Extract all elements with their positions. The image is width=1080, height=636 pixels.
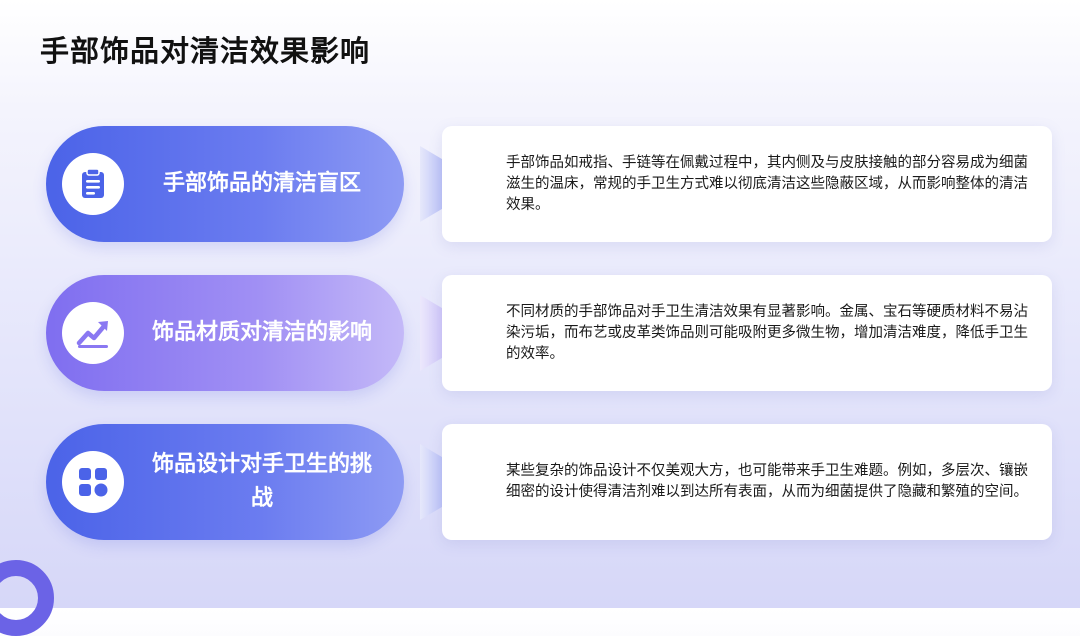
item-pill: 饰品材质对清洁的影响: [46, 275, 404, 391]
item-label: 手部饰品的清洁盲区: [162, 171, 361, 196]
trending-up-icon: [62, 302, 124, 364]
item-pill: 饰品设计对手卫生的挑战: [46, 424, 404, 540]
item-description: 不同材质的手部饰品对手卫生清洁效果有显著影响。金属、宝石等硬质材料不易沾染污垢，…: [506, 303, 1028, 362]
item-label: 饰品设计对手卫生的挑战: [151, 452, 372, 511]
item-row: 饰品设计对手卫生的挑战 某些复杂的饰品设计不仅美观大方，也可能带来手卫生难题。例…: [0, 424, 1080, 540]
item-description-card: 某些复杂的饰品设计不仅美观大方，也可能带来手卫生难题。例如，多层次、镶嵌细密的设…: [442, 424, 1052, 540]
clipboard-icon: [62, 153, 124, 215]
page-title: 手部饰品对清洁效果影响: [40, 34, 371, 68]
item-pill: 手部饰品的清洁盲区: [46, 126, 404, 242]
item-description: 手部饰品如戒指、手链等在佩戴过程中，其内侧及与皮肤接触的部分容易成为细菌滋生的温…: [506, 154, 1028, 213]
item-description-card: 不同材质的手部饰品对手卫生清洁效果有显著影响。金属、宝石等硬质材料不易沾染污垢，…: [442, 275, 1052, 391]
item-description: 某些复杂的饰品设计不仅美观大方，也可能带来手卫生难题。例如，多层次、镶嵌细密的设…: [506, 463, 1028, 500]
decorative-ring: [0, 560, 54, 636]
item-label: 饰品材质对清洁的影响: [151, 320, 372, 345]
item-row: 手部饰品的清洁盲区 手部饰品如戒指、手链等在佩戴过程中，其内侧及与皮肤接触的部分…: [0, 126, 1080, 242]
grid-icon: [62, 451, 124, 513]
item-description-card: 手部饰品如戒指、手链等在佩戴过程中，其内侧及与皮肤接触的部分容易成为细菌滋生的温…: [442, 126, 1052, 242]
item-row: 饰品材质对清洁的影响 不同材质的手部饰品对手卫生清洁效果有显著影响。金属、宝石等…: [0, 275, 1080, 391]
